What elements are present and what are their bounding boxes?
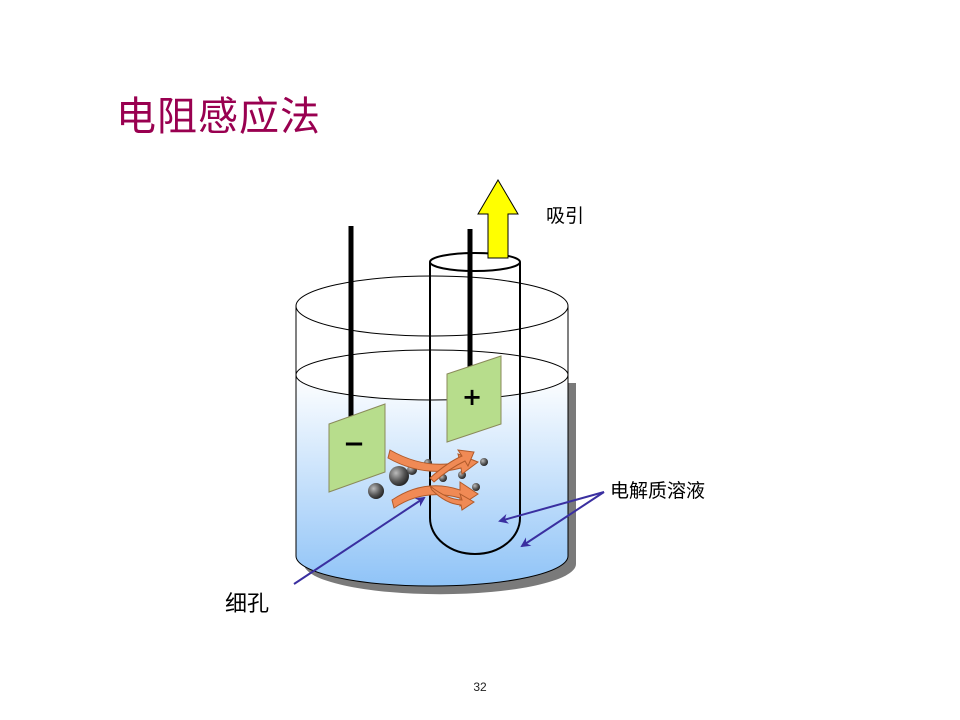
aperture-tube	[429, 262, 521, 555]
flow-arrow	[429, 485, 475, 511]
electrolyte-label: 电解质溶液	[610, 480, 705, 502]
negative-sign: −	[343, 429, 365, 459]
negative-electrode	[328, 403, 386, 493]
beaker-rim	[295, 275, 569, 337]
particle	[480, 458, 488, 466]
electrolyte-pointer	[520, 491, 605, 548]
aperture-label: 细孔	[225, 592, 269, 617]
particle	[368, 483, 384, 499]
particle	[472, 483, 480, 491]
positive-electrode	[446, 355, 502, 443]
aperture-pointer	[293, 496, 426, 585]
slide-title: 电阻感应法	[116, 94, 321, 140]
suction-arrow	[477, 179, 519, 259]
liquid-surface	[295, 349, 569, 401]
beaker-bottom	[295, 555, 569, 587]
flow-arrow	[387, 449, 480, 475]
suction-label: 吸引	[546, 205, 584, 227]
flow-arrow	[429, 449, 475, 483]
electrolyte-pointer	[498, 491, 605, 524]
positive-sign: +	[462, 383, 482, 411]
page-number: 32	[473, 680, 487, 694]
particle	[389, 466, 409, 486]
